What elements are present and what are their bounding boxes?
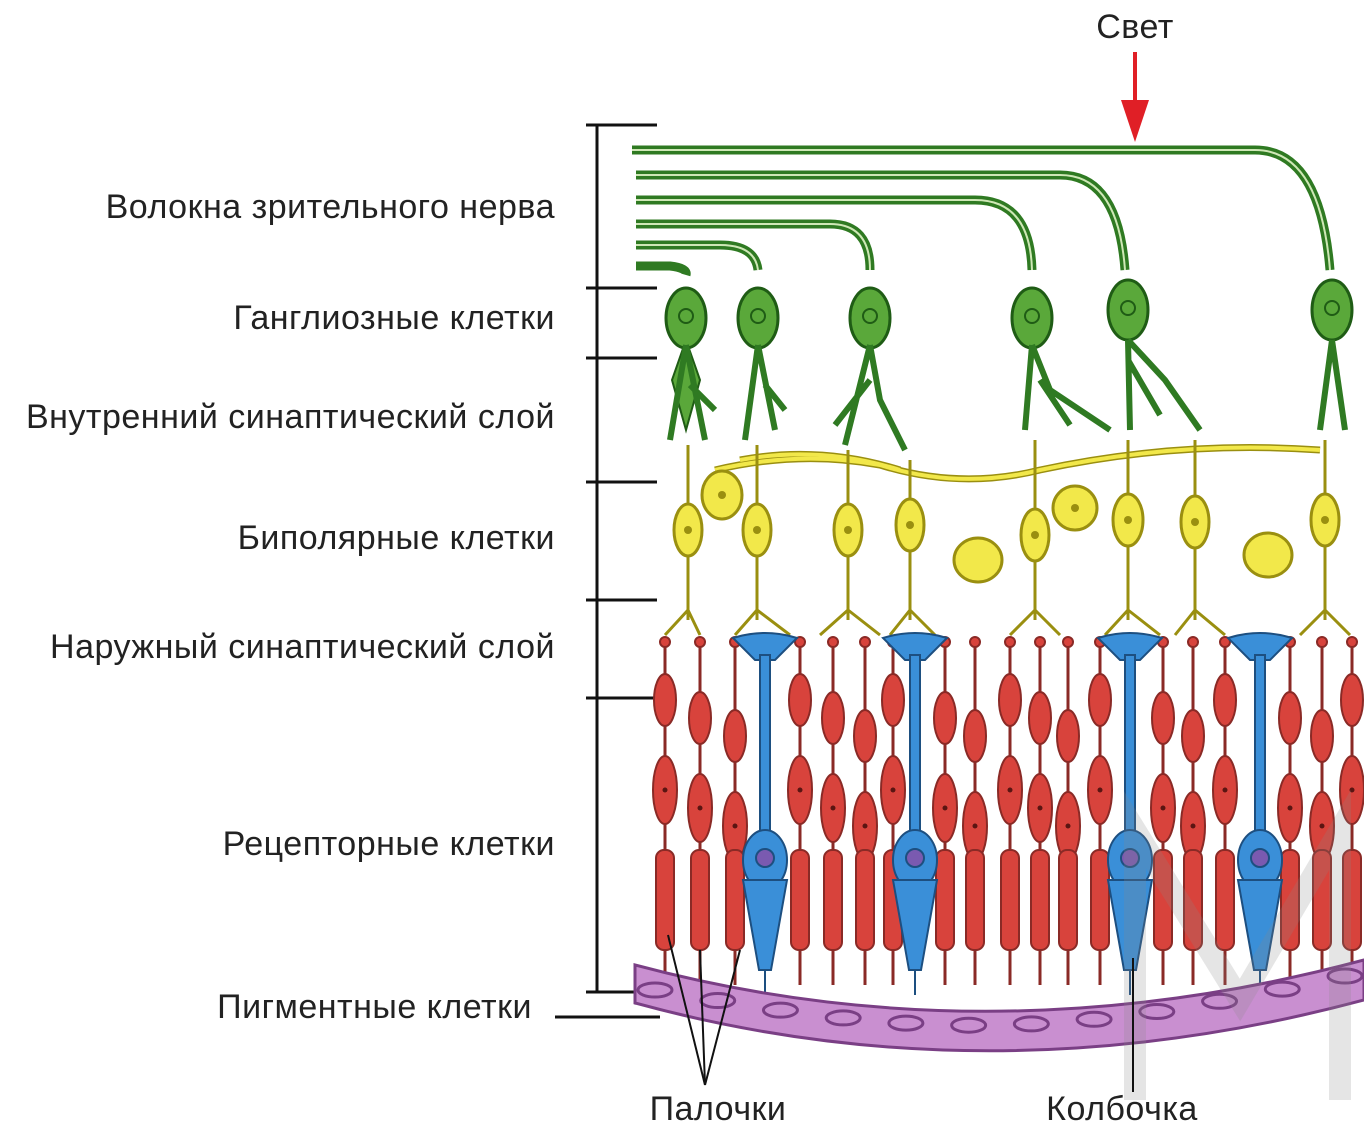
watermark-logo [1135,830,1340,1100]
bipolar-cell [1113,440,1143,620]
label-receptor-cells: Рецепторные клетки [223,825,555,863]
nerve-fibers [632,150,1330,275]
rod-cell [1088,637,1112,985]
layer-bracket [555,125,660,1017]
ganglion-cell [666,288,715,440]
ganglion-cell [1012,288,1110,430]
ganglion-cell [738,288,785,440]
bipolar-cell [1311,440,1339,620]
label-cone: Колбочка [1046,1090,1198,1127]
bipolar-cells [674,440,1339,620]
rod-cell [1213,637,1237,985]
label-nerve-fibers: Волокна зрительного нерва [106,188,555,226]
rod-cell [653,637,677,985]
rod-cell [998,637,1022,985]
rod-cell [723,637,747,985]
bipolar-nuclei [684,491,1329,539]
rod-cell [688,637,712,985]
bipolar-dendrites [665,610,1350,635]
receptor-cells [653,633,1364,995]
ganglion-cell [1312,280,1352,430]
label-ganglion-cells: Ганглиозные клетки [233,299,555,337]
label-rods: Палочки [650,1090,787,1127]
rod-cell [933,637,957,985]
bipolar-cell [834,450,862,620]
horizontal-cell [954,538,1002,582]
bipolar-cell [896,460,924,620]
rod-cell [788,637,812,985]
label-pigment-cells: Пигментные клетки [217,988,532,1026]
rod-cell [821,637,845,985]
rod-cell [963,637,987,985]
label-inner-synaptic: Внутренний синаптический слой [26,398,555,436]
rod-cell [1028,637,1052,985]
ganglion-cell [835,288,905,450]
rod-cell [853,637,877,985]
label-bipolar-cells: Биполярные клетки [238,519,555,557]
light-label: Свет [1096,8,1174,46]
nerve-fibers-inner [632,150,1330,270]
bipolar-cell [1181,440,1209,620]
rod-cell [1151,637,1175,985]
horizontal-cell [1244,533,1292,577]
ganglion-cells [666,280,1352,450]
rod-cell [1056,637,1080,985]
ganglion-cell [1108,280,1200,430]
label-outer-synaptic: Наружный синаптический слой [50,628,555,666]
light-arrow-icon [1121,52,1149,142]
